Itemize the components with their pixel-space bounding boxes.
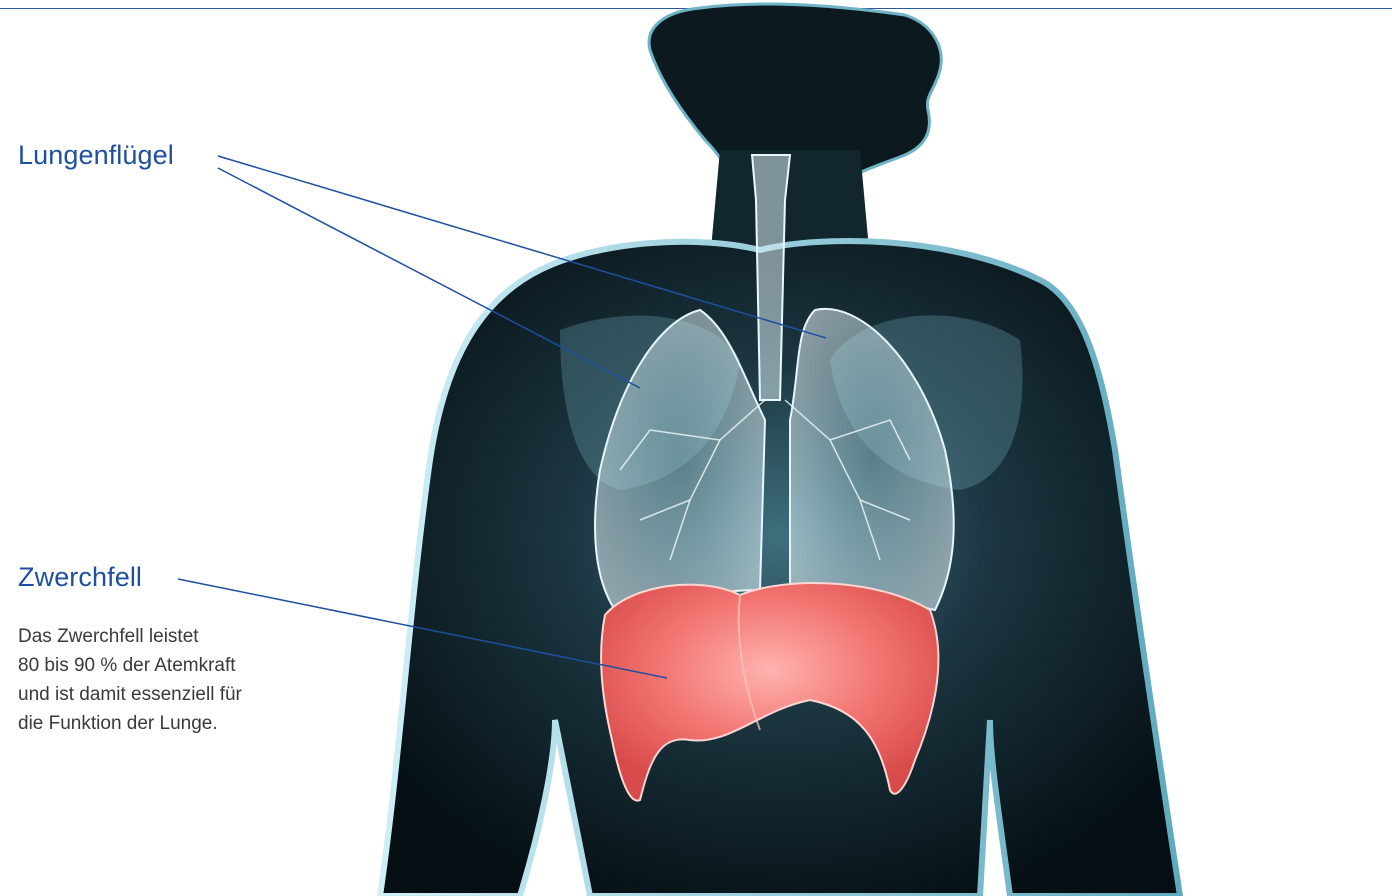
- description-line: die Funktion der Lunge.: [18, 709, 338, 738]
- description-line: und ist damit essenziell für: [18, 680, 338, 709]
- description-line: Das Zwerchfell leistet: [18, 622, 338, 651]
- label-diaphragm: Zwerchfell: [18, 562, 142, 593]
- body-silhouette: [380, 4, 1180, 896]
- label-lungs: Lungenflügel: [18, 140, 174, 171]
- diaphragm-description: Das Zwerchfell leistet 80 bis 90 % der A…: [18, 622, 338, 738]
- description-line: 80 bis 90 % der Atemkraft: [18, 651, 338, 680]
